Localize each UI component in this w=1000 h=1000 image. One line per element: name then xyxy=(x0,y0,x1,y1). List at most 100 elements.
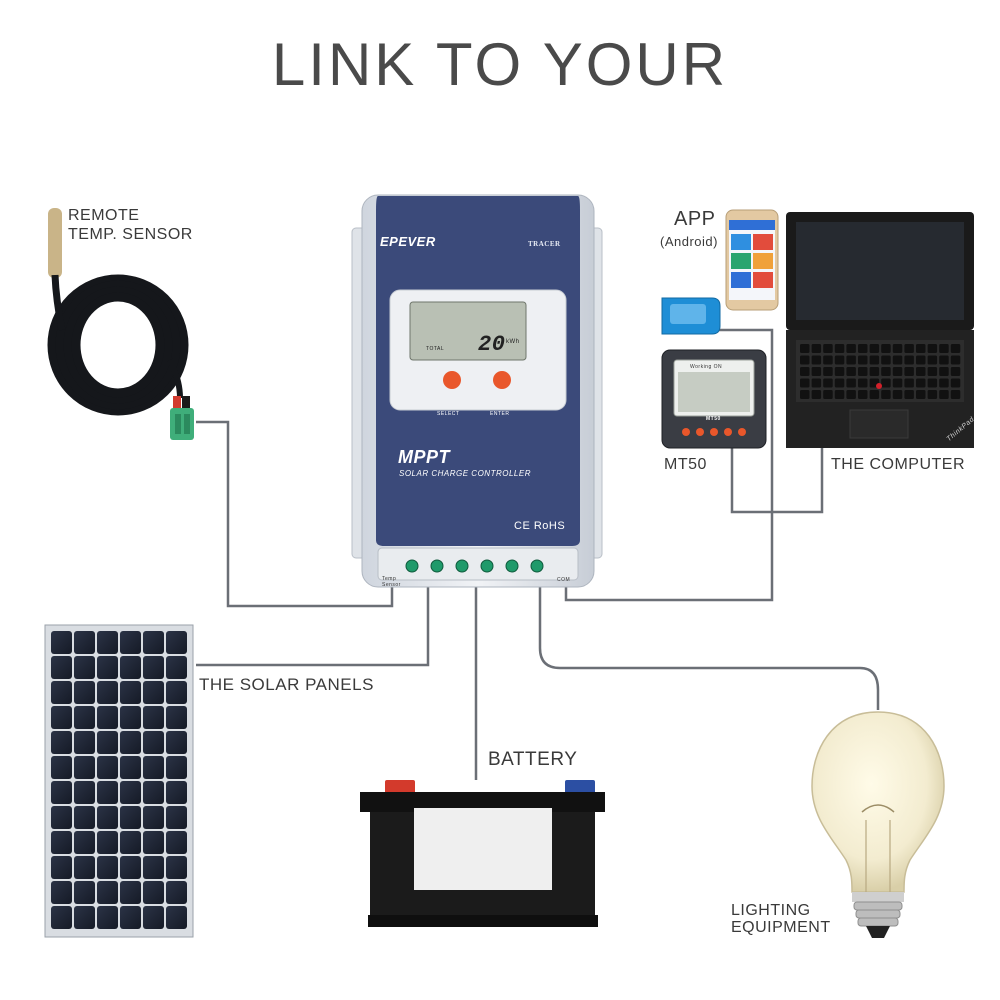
solar-cell xyxy=(166,681,187,704)
keyboard-key xyxy=(892,355,903,365)
controller-brand: EPEVER xyxy=(380,234,436,249)
keyboard-key xyxy=(811,367,822,376)
keyboard-key xyxy=(834,390,845,399)
keyboard-key xyxy=(846,390,856,399)
certification-marks: CE RoHS xyxy=(514,520,566,532)
keyboard-key xyxy=(904,367,914,376)
keyboard-key xyxy=(869,355,880,365)
solar-cell xyxy=(97,806,118,829)
keyboard-key xyxy=(950,378,961,388)
solar-cell xyxy=(120,756,141,779)
solar-cell xyxy=(166,706,187,729)
keyboard-key xyxy=(811,378,822,388)
keyboard-key xyxy=(811,344,822,353)
keyboard-key xyxy=(858,390,868,399)
keyboard-key xyxy=(811,390,822,399)
lighting-label-2: EQUIPMENT xyxy=(731,919,831,936)
keyboard-key xyxy=(823,367,833,376)
keyboard-key xyxy=(904,390,914,399)
solar-cell xyxy=(120,856,141,879)
keyboard-key xyxy=(846,344,856,353)
solar-cell xyxy=(143,781,164,804)
solar-cell xyxy=(97,831,118,854)
solar-cell xyxy=(51,631,72,654)
solar-cell xyxy=(166,881,187,904)
solar-cell xyxy=(97,656,118,679)
keyboard-key xyxy=(834,378,845,388)
solar-panel-wire xyxy=(196,582,430,667)
solar-cell xyxy=(74,856,95,879)
keyboard-key xyxy=(892,390,903,399)
solar-cell xyxy=(120,906,141,929)
solar-cell xyxy=(166,756,187,779)
keyboard-key xyxy=(892,344,903,353)
laptop-icon xyxy=(786,212,974,448)
charge-controller xyxy=(351,194,603,588)
solar-cell xyxy=(143,706,164,729)
solar-cell xyxy=(51,906,72,929)
solar-cell xyxy=(120,706,141,729)
solar-cell xyxy=(143,881,164,904)
keyboard-key xyxy=(800,378,810,388)
display-value: 20 xyxy=(478,332,506,357)
solar-cell xyxy=(120,881,141,904)
solar-cell xyxy=(143,681,164,704)
solar-cell xyxy=(74,906,95,929)
keyboard-key xyxy=(846,378,856,388)
keyboard-key xyxy=(950,367,961,376)
solar-cell xyxy=(143,631,164,654)
solar-cell xyxy=(97,881,118,904)
solar-cell xyxy=(97,731,118,754)
keyboard-key xyxy=(881,390,891,399)
solar-cell xyxy=(120,656,141,679)
keyboard-key xyxy=(800,355,810,365)
mppt-label: MPPT xyxy=(398,447,451,467)
solar-cell xyxy=(166,731,187,754)
keyboard-key xyxy=(823,355,833,365)
solar-cell xyxy=(97,681,118,704)
solar-cell xyxy=(74,681,95,704)
com-wire xyxy=(564,328,774,602)
mt50-meter-icon xyxy=(661,349,767,449)
select-button-label: SELECT xyxy=(437,411,460,417)
keyboard-key xyxy=(927,367,938,376)
keyboard-key xyxy=(939,367,949,376)
solar-cell xyxy=(166,831,187,854)
display-label: TOTAL xyxy=(426,346,445,352)
keyboard-key xyxy=(834,344,845,353)
computer-label: THE COMPUTER xyxy=(831,456,965,473)
solar-cell xyxy=(166,856,187,879)
solar-cell xyxy=(51,881,72,904)
solar-cell xyxy=(120,731,141,754)
keyboard-key xyxy=(927,344,938,353)
solar-cell xyxy=(74,831,95,854)
solar-cell xyxy=(143,906,164,929)
keyboard-key xyxy=(881,367,891,376)
solar-cell xyxy=(166,781,187,804)
solar-cell xyxy=(51,681,72,704)
solar-cell xyxy=(74,631,95,654)
solar-cell xyxy=(74,706,95,729)
keyboard-key xyxy=(927,378,938,388)
wires xyxy=(196,328,880,780)
android-label: (Android) xyxy=(660,234,718,249)
mt50-label: MT50 xyxy=(664,456,707,473)
solar-cell xyxy=(120,806,141,829)
keyboard-key xyxy=(881,355,891,365)
battery-icon xyxy=(360,780,605,927)
light-bulb-icon xyxy=(811,711,945,938)
keyboard-key xyxy=(800,344,810,353)
solar-cell xyxy=(74,756,95,779)
keyboard-key xyxy=(858,344,868,353)
solar-cell xyxy=(51,756,72,779)
keyboard-key xyxy=(858,355,868,365)
keyboard-key xyxy=(881,344,891,353)
keyboard-key xyxy=(904,355,914,365)
keyboard-key xyxy=(916,367,926,376)
keyboard-key xyxy=(916,390,926,399)
page-title: LINK TO YOUR xyxy=(271,31,729,98)
keyboard-key xyxy=(904,378,914,388)
remote-temp-sensor-icon xyxy=(47,208,194,440)
keyboard-key xyxy=(823,344,833,353)
solar-cell xyxy=(51,731,72,754)
